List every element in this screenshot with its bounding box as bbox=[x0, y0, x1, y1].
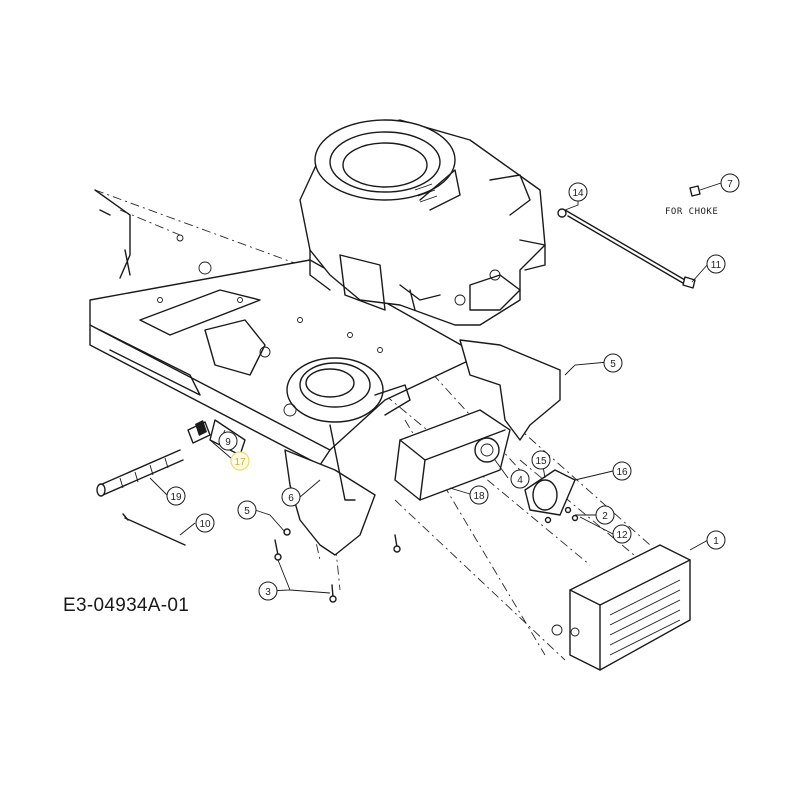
callout-18: 18 bbox=[469, 485, 489, 505]
svg-text:12: 12 bbox=[616, 530, 628, 541]
deflector bbox=[524, 469, 576, 516]
svg-text:1: 1 bbox=[713, 536, 719, 547]
callout-6: 6 bbox=[281, 487, 301, 507]
callout-7: 7 bbox=[720, 173, 740, 193]
frame bbox=[89, 189, 471, 466]
callout-5-left: 5 bbox=[237, 500, 257, 520]
svg-text:19: 19 bbox=[170, 492, 182, 503]
callout-15: 15 bbox=[531, 450, 551, 470]
assembly-lines bbox=[94, 189, 651, 661]
engine bbox=[299, 119, 546, 326]
svg-text:9: 9 bbox=[225, 437, 231, 448]
svg-text:5: 5 bbox=[244, 506, 250, 517]
callout-10: 10 bbox=[195, 513, 215, 533]
shaft-assembly bbox=[96, 420, 211, 497]
svg-text:11: 11 bbox=[711, 260, 722, 271]
callout-1: 1 bbox=[706, 530, 726, 550]
choke-note: FOR CHOKE bbox=[665, 207, 718, 217]
callout-11: 11 bbox=[706, 254, 726, 274]
brackets bbox=[284, 339, 561, 556]
callout-3: 3 bbox=[258, 581, 278, 601]
muffler-shield bbox=[551, 544, 691, 671]
callout-17: 17 bbox=[230, 451, 250, 471]
svg-text:10: 10 bbox=[199, 519, 211, 530]
svg-text:15: 15 bbox=[535, 456, 547, 467]
svg-text:3: 3 bbox=[265, 587, 271, 598]
muffler bbox=[394, 409, 511, 501]
callout-19: 19 bbox=[166, 486, 186, 506]
callout-14: 14 bbox=[568, 182, 588, 202]
svg-text:16: 16 bbox=[616, 467, 628, 478]
svg-text:7: 7 bbox=[727, 179, 733, 190]
callout-2: 2 bbox=[595, 505, 615, 525]
drawing-number: E3-04934A-01 bbox=[63, 595, 190, 616]
choke-rod bbox=[557, 185, 701, 289]
cable bbox=[122, 513, 186, 546]
callout-16: 16 bbox=[612, 461, 632, 481]
bolts bbox=[274, 506, 579, 603]
svg-text:14: 14 bbox=[572, 188, 584, 199]
callout-9: 9 bbox=[218, 431, 238, 451]
leader-lines bbox=[149, 182, 722, 594]
svg-text:17: 17 bbox=[234, 457, 246, 468]
svg-text:5: 5 bbox=[610, 359, 616, 370]
svg-text:18: 18 bbox=[473, 491, 485, 502]
svg-text:2: 2 bbox=[602, 511, 608, 522]
svg-text:4: 4 bbox=[517, 475, 523, 486]
callout-4: 4 bbox=[510, 469, 530, 489]
callout-5-right: 5 bbox=[603, 353, 623, 373]
callout-12: 12 bbox=[612, 524, 632, 544]
callouts: 1 2 3 4 5 5 6 7 9 10 11 12 14 15 16 17 1… bbox=[166, 173, 740, 601]
svg-text:6: 6 bbox=[288, 493, 294, 504]
